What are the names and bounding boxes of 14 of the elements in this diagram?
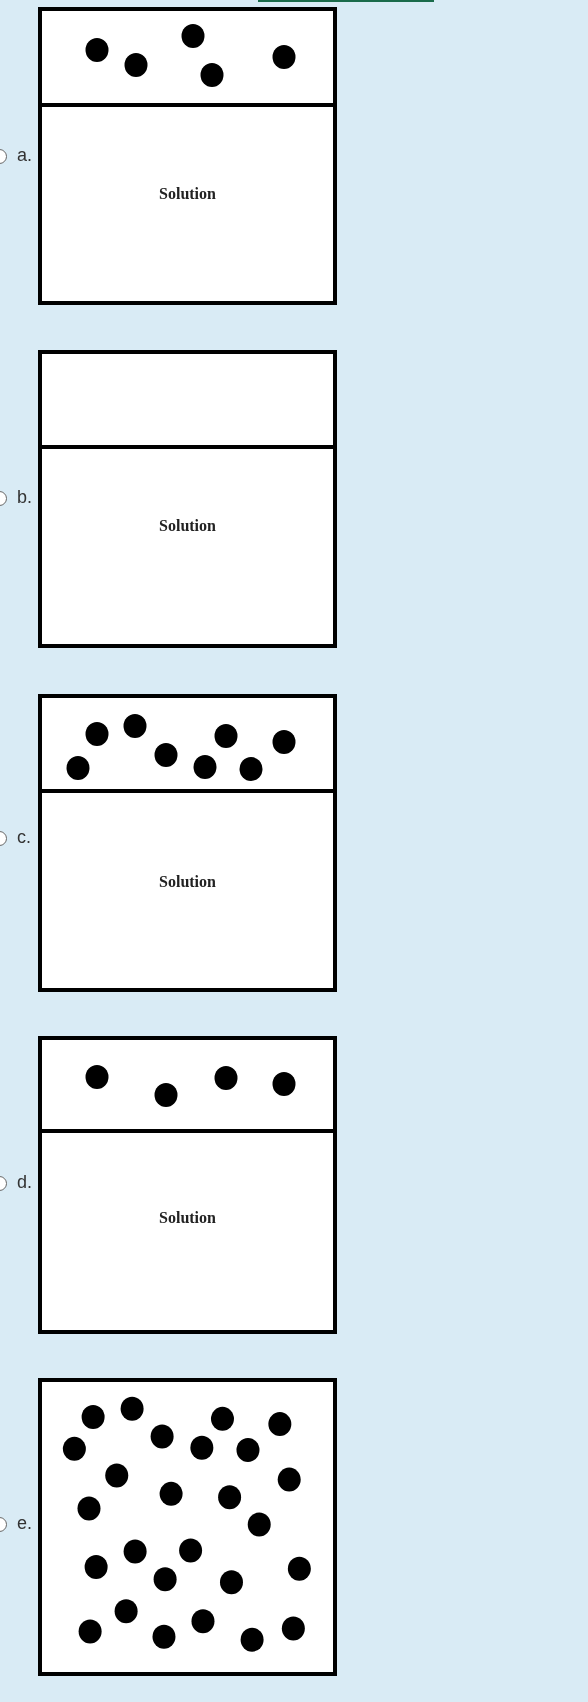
container-box [38,7,337,305]
option-label: c. [17,827,31,848]
region-label: Solution [158,185,217,203]
container-box [38,350,337,648]
container-box [38,1036,337,1334]
option-label: d. [17,1172,32,1193]
option-label: b. [17,487,32,508]
option-label: a. [17,145,32,166]
container-box [38,1378,337,1676]
region-label: Solution [158,1209,217,1227]
option-label: e. [17,1513,32,1534]
region-label: Solution [158,517,217,535]
container-box [38,694,337,992]
region-label: Solution [158,873,217,891]
